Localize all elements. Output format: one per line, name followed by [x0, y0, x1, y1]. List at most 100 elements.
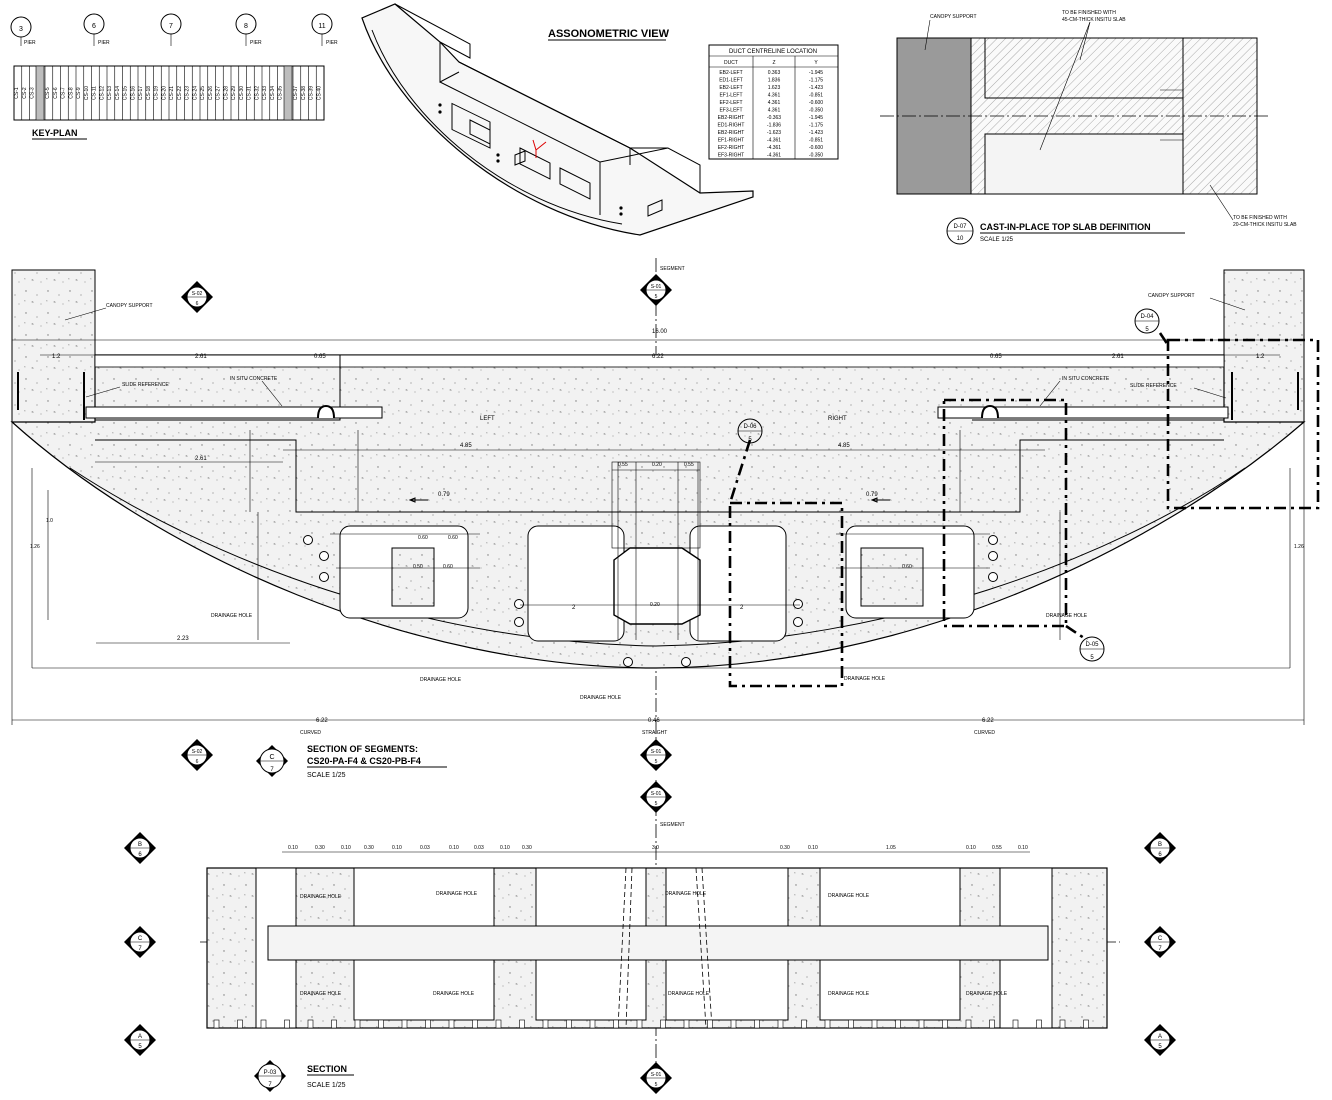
- svg-text:S-01: S-01: [651, 284, 662, 290]
- svg-text:CS-8: CS-8: [68, 87, 74, 99]
- svg-text:0.79: 0.79: [866, 492, 878, 498]
- svg-text:ED1-LEFT: ED1-LEFT: [719, 78, 743, 84]
- svg-text:6.22: 6.22: [652, 354, 664, 360]
- svg-text:6: 6: [196, 759, 199, 765]
- svg-text:6: 6: [138, 852, 142, 858]
- detail-box-d04: [1166, 338, 1320, 510]
- duct-row: EF1-RIGHT-4.361-0.851: [718, 138, 823, 144]
- svg-text:CS-39: CS-39: [309, 86, 315, 100]
- section-marker-s01-plan: S-01 5: [640, 1062, 672, 1094]
- svg-text:0.10: 0.10: [392, 845, 402, 851]
- section-p-title: SECTION: [307, 1064, 347, 1074]
- svg-text:5: 5: [1145, 327, 1149, 333]
- svg-text:IN SITU CONCRETE: IN SITU CONCRETE: [1062, 376, 1110, 382]
- svg-text:CS-15: CS-15: [123, 86, 129, 100]
- svg-text:DRAINAGE HOLE: DRAINAGE HOLE: [828, 991, 870, 997]
- svg-text:0.60: 0.60: [443, 564, 453, 570]
- duct-row: EF2-RIGHT-4.361-0.600: [718, 145, 823, 151]
- svg-text:-0.600: -0.600: [809, 100, 823, 106]
- svg-text:-1.423: -1.423: [809, 130, 823, 136]
- svg-text:20-CM-THICK INSITU SLAB: 20-CM-THICK INSITU SLAB: [1233, 222, 1297, 228]
- svg-text:0.55: 0.55: [992, 845, 1002, 851]
- svg-text:-4.361: -4.361: [767, 145, 781, 151]
- svg-text:0.03: 0.03: [474, 845, 484, 851]
- svg-text:4.361: 4.361: [768, 100, 781, 106]
- svg-text:CS-34: CS-34: [270, 86, 276, 100]
- svg-text:7: 7: [268, 1082, 272, 1088]
- section-marker-b: B6: [1144, 832, 1176, 864]
- svg-text:DRAINAGE HOLE: DRAINAGE HOLE: [844, 676, 886, 682]
- svg-text:6.22: 6.22: [316, 718, 328, 724]
- section-plan: SEGMENT DRAINAGE HOLE DRAINAGE HOLE DRAI…: [124, 780, 1176, 1094]
- svg-text:0.60: 0.60: [448, 535, 458, 541]
- grid-bubble-6: 6: [83, 13, 105, 46]
- svg-text:CS-11: CS-11: [92, 86, 98, 100]
- svg-text:0.30: 0.30: [315, 845, 325, 851]
- svg-text:PIER: PIER: [250, 40, 262, 46]
- svg-text:-1.423: -1.423: [809, 85, 823, 91]
- svg-text:0.55: 0.55: [684, 462, 694, 468]
- svg-text:DRAINAGE HOLE: DRAINAGE HOLE: [665, 891, 707, 897]
- svg-text:CS-22: CS-22: [177, 86, 183, 100]
- svg-text:ED1-RIGHT: ED1-RIGHT: [718, 123, 745, 129]
- svg-text:-1.945: -1.945: [809, 115, 823, 121]
- svg-text:CS-23: CS-23: [185, 86, 191, 100]
- svg-text:CS-20: CS-20: [161, 86, 167, 100]
- svg-text:CS-25: CS-25: [200, 86, 206, 100]
- svg-text:2: 2: [572, 605, 576, 611]
- svg-text:3: 3: [19, 26, 23, 33]
- svg-text:CS-9: CS-9: [76, 87, 82, 99]
- grid-bubble-11: 11: [311, 13, 333, 46]
- svg-text:SEGMENT: SEGMENT: [660, 266, 685, 272]
- svg-text:2.23: 2.23: [177, 636, 189, 642]
- section-marker-s02-top: S-02 6: [181, 281, 213, 313]
- duct-row: ED1-RIGHT-1.836-1.175: [718, 123, 824, 129]
- svg-text:CS-6: CS-6: [53, 87, 59, 99]
- section-marker-c: C7: [1144, 926, 1176, 958]
- svg-text:-1.945: -1.945: [809, 70, 823, 76]
- svg-text:0.03: 0.03: [420, 845, 430, 851]
- svg-text:C: C: [1158, 936, 1163, 942]
- svg-text:0.60: 0.60: [902, 564, 912, 570]
- detail-box-d06: [728, 501, 844, 688]
- svg-text:EB2-LEFT: EB2-LEFT: [719, 85, 742, 91]
- svg-text:EB2-LEFT: EB2-LEFT: [719, 70, 742, 76]
- svg-text:CS-26: CS-26: [208, 86, 214, 100]
- svg-text:EF1-LEFT: EF1-LEFT: [719, 93, 742, 99]
- svg-text:6: 6: [1158, 852, 1162, 858]
- top-slab-title: CAST-IN-PLACE TOP SLAB DEFINITION: [980, 222, 1151, 232]
- label-left: LEFT: [480, 416, 495, 422]
- svg-text:SCALE 1/25: SCALE 1/25: [307, 1082, 346, 1089]
- svg-text:5: 5: [1090, 655, 1094, 661]
- detail-box-d05: [942, 398, 1068, 628]
- svg-text:CS-12: CS-12: [99, 86, 105, 100]
- svg-text:CS-35: CS-35: [278, 86, 284, 100]
- svg-text:DRAINAGE HOLE: DRAINAGE HOLE: [433, 991, 475, 997]
- svg-text:0.10: 0.10: [288, 845, 298, 851]
- svg-text:-1.175: -1.175: [809, 123, 823, 129]
- svg-text:DRAINAGE HOLE: DRAINAGE HOLE: [300, 894, 342, 900]
- svg-text:CS-2: CS-2: [22, 87, 28, 99]
- duct-row: EB2-RIGHT-1.623-1.423: [718, 130, 824, 136]
- svg-text:CS-33: CS-33: [262, 86, 268, 100]
- svg-text:1.2: 1.2: [1256, 354, 1265, 360]
- section-c-title: SECTION OF SEGMENTS:: [307, 744, 418, 754]
- svg-text:STRAIGHT: STRAIGHT: [642, 730, 667, 736]
- duct-centreline-table: DUCT CENTRELINE LOCATION DUCT Z Y EB2-LE…: [708, 44, 839, 160]
- svg-text:5: 5: [655, 759, 658, 765]
- grid-bubble-8: 8: [235, 13, 257, 46]
- duct-row: EB2-RIGHT-0.363-1.945: [718, 115, 824, 121]
- svg-text:4.361: 4.361: [768, 93, 781, 99]
- svg-text:0.50: 0.50: [413, 564, 423, 570]
- assonometric-title: ASSONOMETRIC VIEW: [548, 28, 670, 40]
- svg-text:B: B: [138, 842, 142, 848]
- svg-text:0.10: 0.10: [966, 845, 976, 851]
- svg-text:CS-38: CS-38: [301, 86, 307, 100]
- svg-text:CS-14: CS-14: [115, 86, 121, 100]
